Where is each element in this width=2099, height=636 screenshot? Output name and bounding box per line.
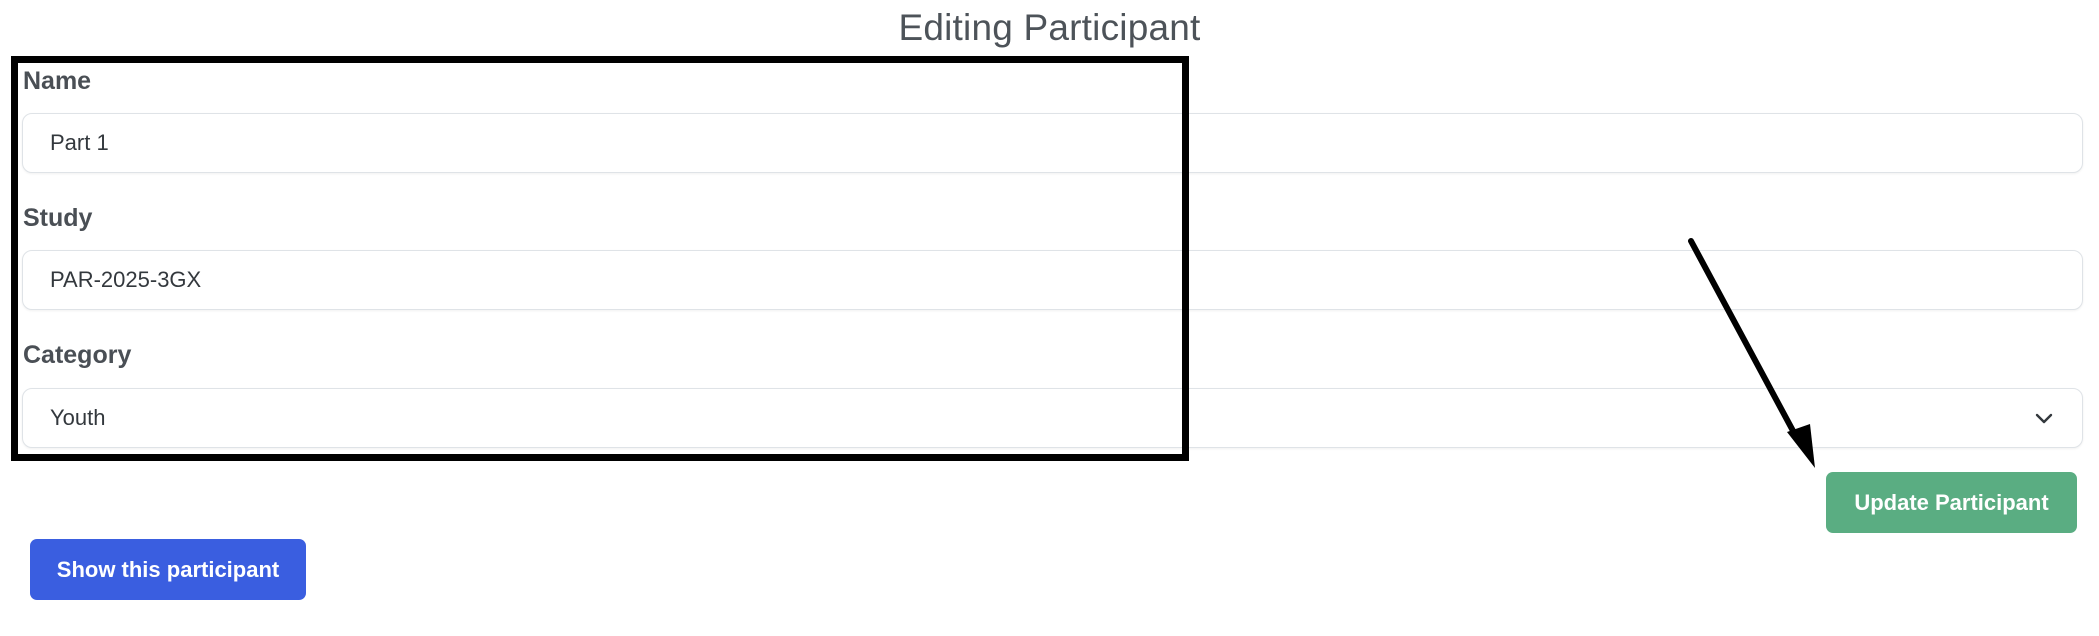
study-label: Study <box>23 204 93 232</box>
chevron-down-icon <box>2035 413 2053 424</box>
study-input[interactable]: PAR-2025-3GX <box>22 250 2083 310</box>
name-input-value: Part 1 <box>50 130 109 155</box>
category-select-value: Youth <box>50 405 106 430</box>
category-select[interactable]: Youth <box>22 388 2083 448</box>
page-title: Editing Participant <box>898 7 1201 48</box>
category-label: Category <box>23 341 132 369</box>
name-label: Name <box>23 67 92 95</box>
show-participant-button[interactable]: Show this participant <box>30 539 306 600</box>
study-input-value: PAR-2025-3GX <box>50 267 202 292</box>
update-participant-button[interactable]: Update Participant <box>1826 472 2077 533</box>
name-input[interactable]: Part 1 <box>22 113 2083 173</box>
